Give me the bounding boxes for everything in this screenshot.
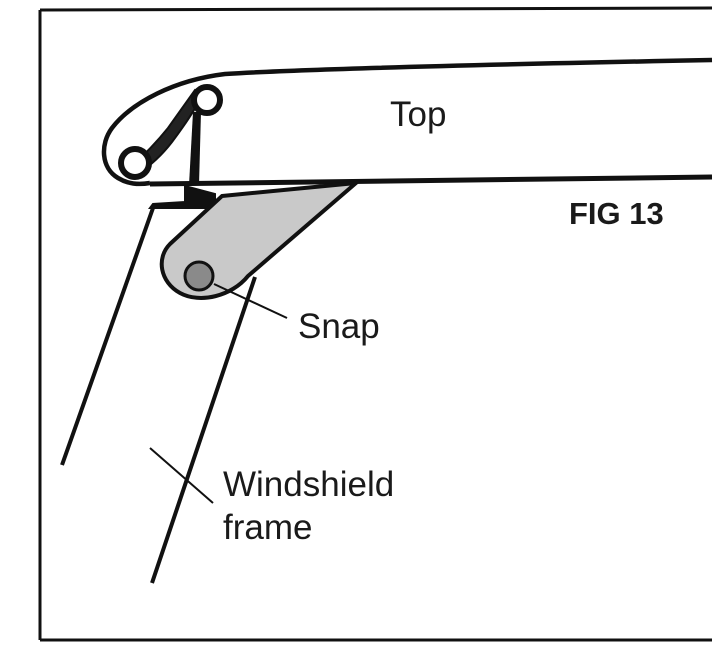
figure-number-label: FIG 13 — [569, 196, 664, 231]
top-upper-edge — [101, 57, 713, 187]
windshield-label-line2: frame — [223, 508, 313, 547]
hinge-mechanism — [118, 84, 223, 185]
hinge-pivot-lower — [118, 146, 152, 180]
windshield-label-line1: Windshield — [223, 465, 395, 504]
frame-left-edge — [60, 207, 155, 466]
snap-label: Snap — [298, 307, 380, 346]
snap-fastener — [183, 260, 215, 292]
top-label: Top — [390, 95, 447, 134]
windshield-frame-label: Windshield frame — [223, 463, 394, 549]
windshield-leader — [149, 447, 214, 504]
frame-right-edge — [150, 276, 257, 584]
hinge-pivot-upper — [191, 84, 223, 116]
figure-border — [38, 6, 713, 642]
snap-leader — [213, 283, 288, 319]
frame-top-cap — [148, 184, 216, 209]
hinge-post — [189, 112, 201, 185]
top-lower-edge — [149, 174, 713, 187]
